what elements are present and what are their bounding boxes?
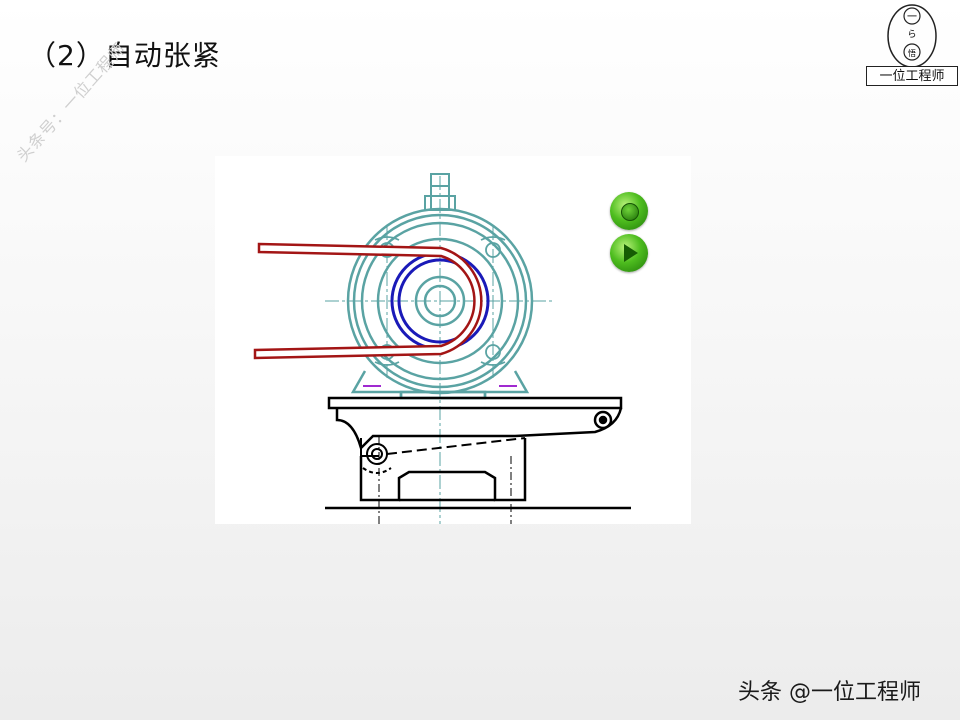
motor-base-plate [327,396,623,451]
logo-label: 一位工程师 [866,66,958,86]
play-icon [624,244,638,262]
tension-pivot [360,437,526,474]
logo-char-1: 一 [907,12,917,23]
footer-watermark: 头条 @一位工程师 [738,680,921,705]
tensioning-diagram [253,173,631,524]
machine-frame [325,438,631,510]
play-button[interactable] [610,234,648,272]
stop-icon [621,203,639,221]
logo-char-2: ら [907,29,916,40]
slide-title: （2）自动张紧 [28,39,221,72]
drive-belt [253,242,483,360]
stop-button[interactable] [610,192,648,230]
frame-centerlines [378,436,512,524]
animation-panel [215,156,691,524]
logo-char-3: 悟 [908,48,916,58]
